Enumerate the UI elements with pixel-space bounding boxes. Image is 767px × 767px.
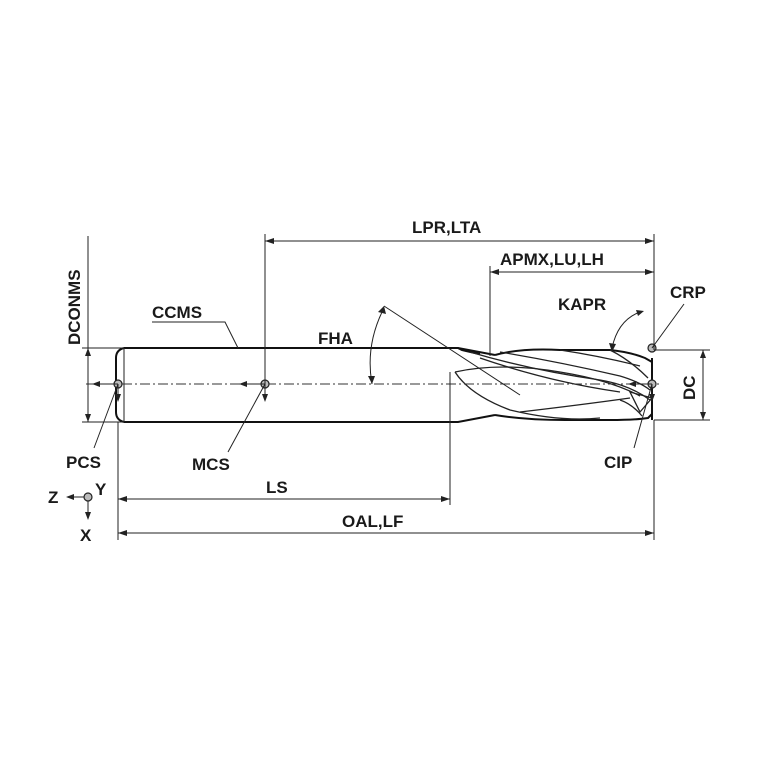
lpr-lta-dimension [264,234,655,384]
dc-label: DC [680,375,699,400]
apmx-lu-lh-label: APMX,LU,LH [500,250,604,269]
oal-lf-dimension [118,420,655,540]
dc-dimension [654,349,710,421]
dconms-label: DCONMS [65,269,84,345]
crp-label: CRP [670,283,706,302]
dconms-dimension [82,236,124,423]
mcs-axis-arrows [239,381,268,402]
axis-y-label: Y [95,480,107,499]
lpr-lta-label: LPR,LTA [412,218,481,237]
coordinate-axes [66,492,93,520]
oal-lf-label: OAL,LF [342,512,403,531]
ls-label: LS [266,478,288,497]
cip-label: CIP [604,453,632,472]
axis-x-label: X [80,526,92,545]
ls-dimension [117,372,451,540]
pcs-axis-arrows [92,381,121,402]
fha-dimension [368,305,521,396]
cip-axis-arrows [628,381,655,402]
apmx-lu-lh-dimension [489,266,654,356]
kapr-dimension [609,310,644,352]
fha-label: FHA [318,329,353,348]
crp-leader [651,303,685,349]
ccms-leader [152,321,239,349]
ccms-label: CCMS [152,303,202,322]
axis-z-label: Z [48,488,58,507]
tool-outline [115,347,654,423]
cip-leader [633,383,653,449]
pcs-leader [93,383,119,449]
pcs-label: PCS [66,453,101,472]
kapr-label: KAPR [558,295,606,314]
mcs-label: MCS [192,455,230,474]
mcs-leader [227,383,266,453]
